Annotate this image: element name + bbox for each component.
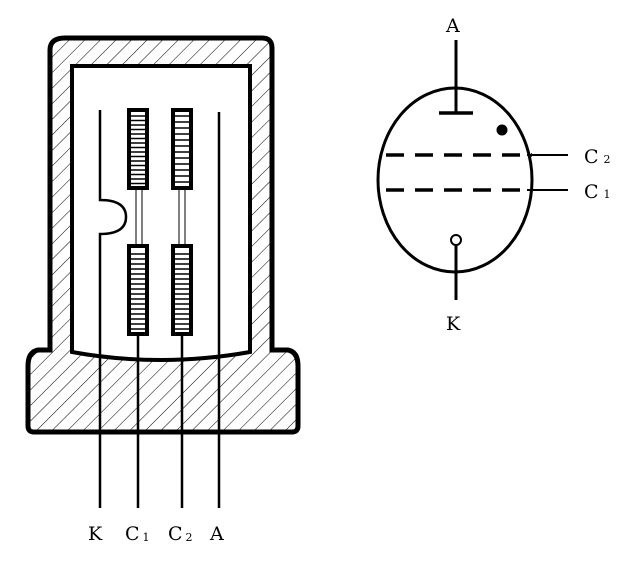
pin-label-a: A (209, 523, 224, 545)
tube-inner-outline (70, 64, 252, 362)
cathode-electrode (98, 110, 128, 330)
symbol-label-a: A (445, 15, 460, 37)
tube-outer-outline (25, 35, 301, 435)
cathode-symbol (450, 234, 462, 246)
symbol-label-k: K (446, 313, 461, 335)
pin-label-k: K (88, 523, 103, 545)
grid-c2-electrode (171, 108, 193, 336)
grid-c1-electrode (127, 108, 149, 336)
gas-fill-dot (496, 124, 508, 136)
